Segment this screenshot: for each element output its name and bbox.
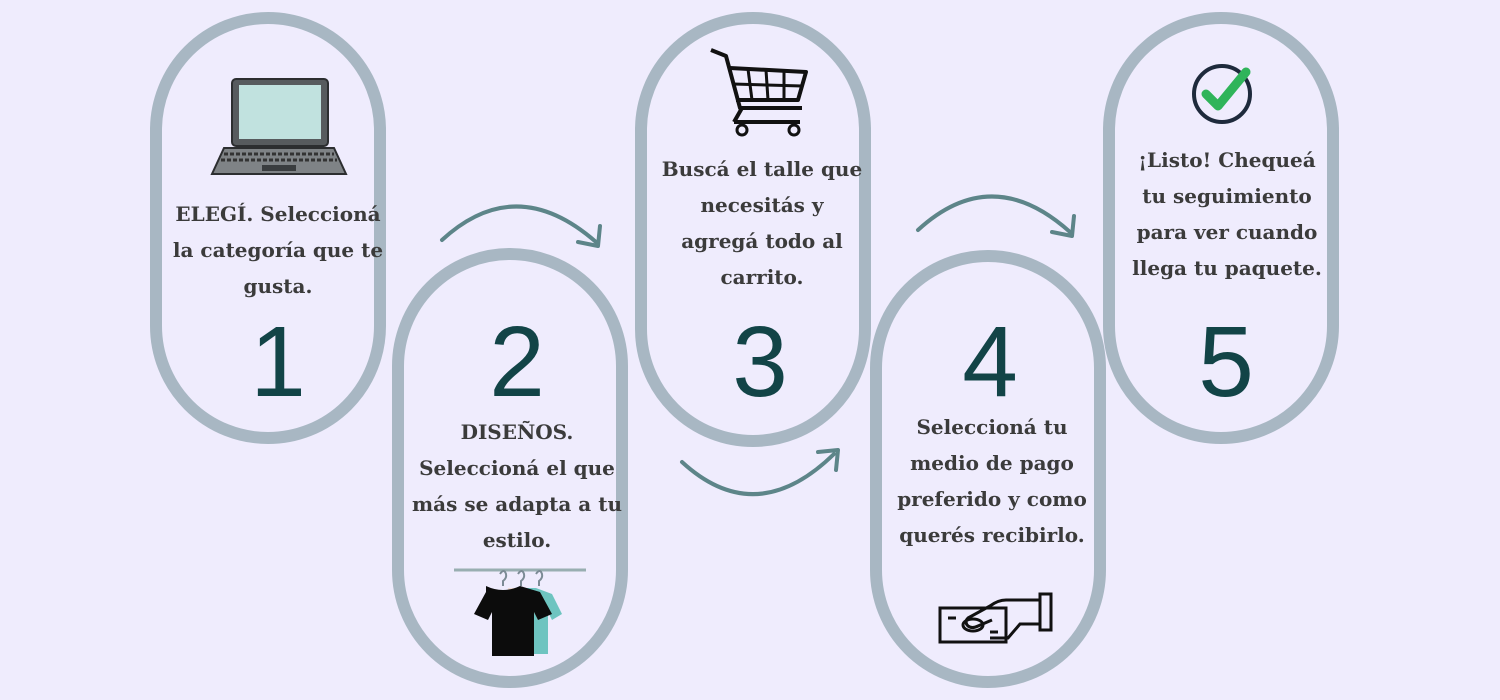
step-3-number: 3 [732, 306, 788, 418]
arrow-step-2-to-3 [680, 448, 840, 496]
hand-money-icon [938, 592, 1053, 644]
laptop-icon [210, 78, 348, 175]
shopping-cart-icon [710, 48, 808, 137]
step-2-number: 2 [489, 306, 545, 418]
clothes-rack-icon [454, 568, 586, 656]
arrow-step-3-to-4 [916, 194, 1076, 238]
step-5-number: 5 [1198, 306, 1254, 418]
step-3-description: Buscá el talle que necesitás y agregá to… [661, 157, 863, 289]
step-5-description: ¡Listo! Chequeá tu seguimiento para ver … [1132, 148, 1322, 280]
step-1-description: ELEGÍ. Seleccioná la categoría que te gu… [172, 202, 384, 298]
step-4-description: Seleccioná tu medio de pago preferido y … [897, 415, 1087, 547]
step-2-description: DISEÑOS. Seleccioná el que más se adapta… [411, 420, 623, 552]
check-circle-icon [1192, 64, 1252, 124]
arrow-step-1-to-2 [440, 204, 602, 248]
step-4-number: 4 [962, 306, 1018, 418]
step-1-number: 1 [250, 306, 306, 418]
